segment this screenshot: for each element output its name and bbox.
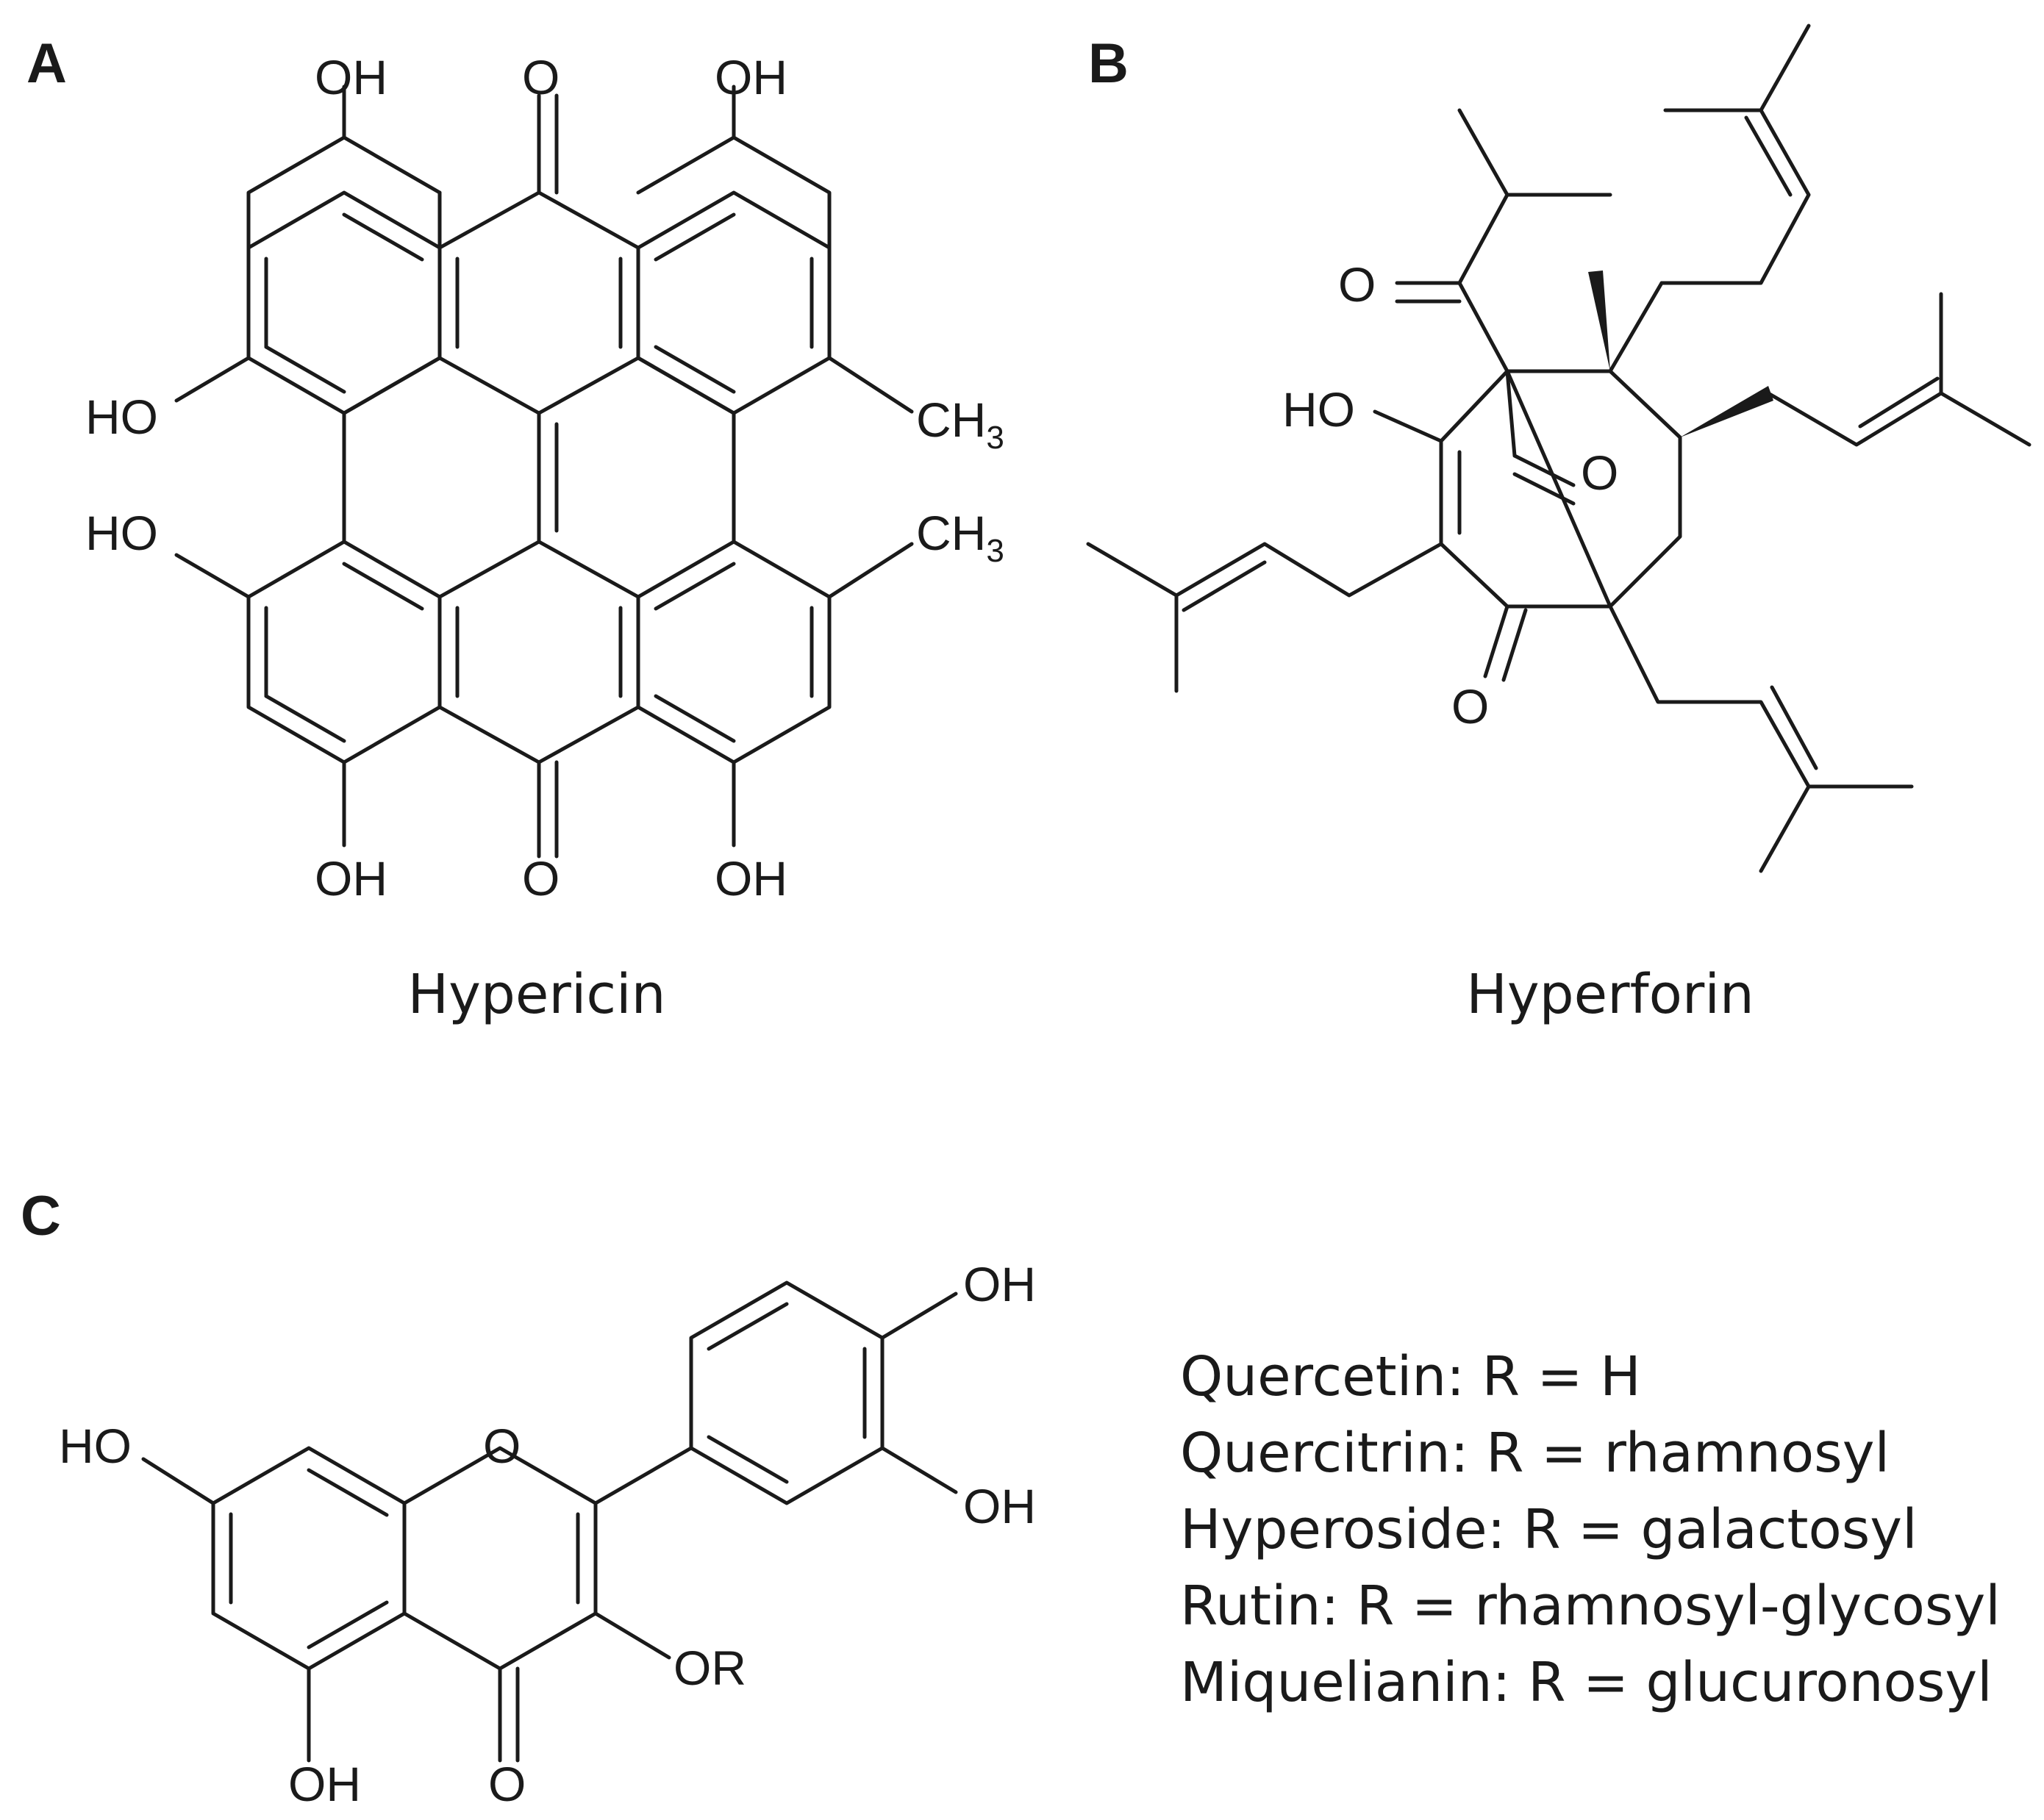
hyperforin-ho: HO (1282, 382, 1355, 437)
hypericin-ho-lower: HO (85, 506, 158, 560)
quercetin-o-ring: O (483, 1419, 521, 1473)
hyperforin-o-acyl: O (1338, 257, 1376, 312)
hypericin-oh-bottom-right: OH (715, 851, 787, 906)
hyperforin-name: Hyperforin (1466, 963, 1754, 1026)
hyperforin-o-bridge: O (1581, 445, 1618, 500)
derivative-legend: Quercetin: R = H Quercitrin: R = rhamnos… (1180, 1345, 2001, 1714)
quercetin-structure (141, 1280, 958, 1763)
legend-line-3: Hyperoside: R = galactosyl (1180, 1498, 1918, 1561)
panel-a: A (26, 32, 1004, 1026)
quercetin-o-carbonyl: O (488, 1757, 526, 1811)
hyperforin-structure (1086, 24, 2032, 873)
panel-b: B (1086, 24, 2032, 1026)
quercetin-oh-top: OH (963, 1257, 1036, 1311)
quercetin-oh-bottom: OH (288, 1757, 361, 1811)
panel-c-letter: C (21, 1185, 61, 1247)
hypericin-ch3-upper: CH3 (916, 393, 1004, 456)
hypericin-oh-bottom-left: OH (315, 851, 387, 906)
hypericin-ch3-lower: CH3 (916, 506, 1004, 569)
quercetin-oh-mid: OH (963, 1479, 1036, 1533)
legend-line-1: Quercetin: R = H (1180, 1345, 1641, 1408)
legend-line-5: Miquelianin: R = glucuronosyl (1180, 1651, 1993, 1714)
panel-a-letter: A (26, 32, 67, 95)
hyperforin-o-ketone: O (1451, 679, 1489, 734)
quercetin-or: OR (673, 1641, 746, 1695)
hypericin-oh-top-left: OH (315, 50, 387, 104)
quercetin-ho: HO (59, 1419, 132, 1473)
panel-c: C OH OH HO O O (21, 1185, 2001, 1811)
panel-b-letter: B (1088, 32, 1129, 95)
hypericin-oh-top-right: OH (715, 50, 787, 104)
hypericin-o-top: O (522, 50, 560, 104)
hypericin-o-bottom: O (522, 851, 560, 906)
hypericin-ho-upper: HO (85, 390, 158, 444)
hypericin-structure (174, 85, 914, 859)
legend-line-2: Quercitrin: R = rhamnosyl (1180, 1422, 1890, 1485)
hypericin-name: Hypericin (407, 963, 665, 1026)
legend-line-4: Rutin: R = rhamnosyl-glycosyl (1180, 1574, 2001, 1638)
